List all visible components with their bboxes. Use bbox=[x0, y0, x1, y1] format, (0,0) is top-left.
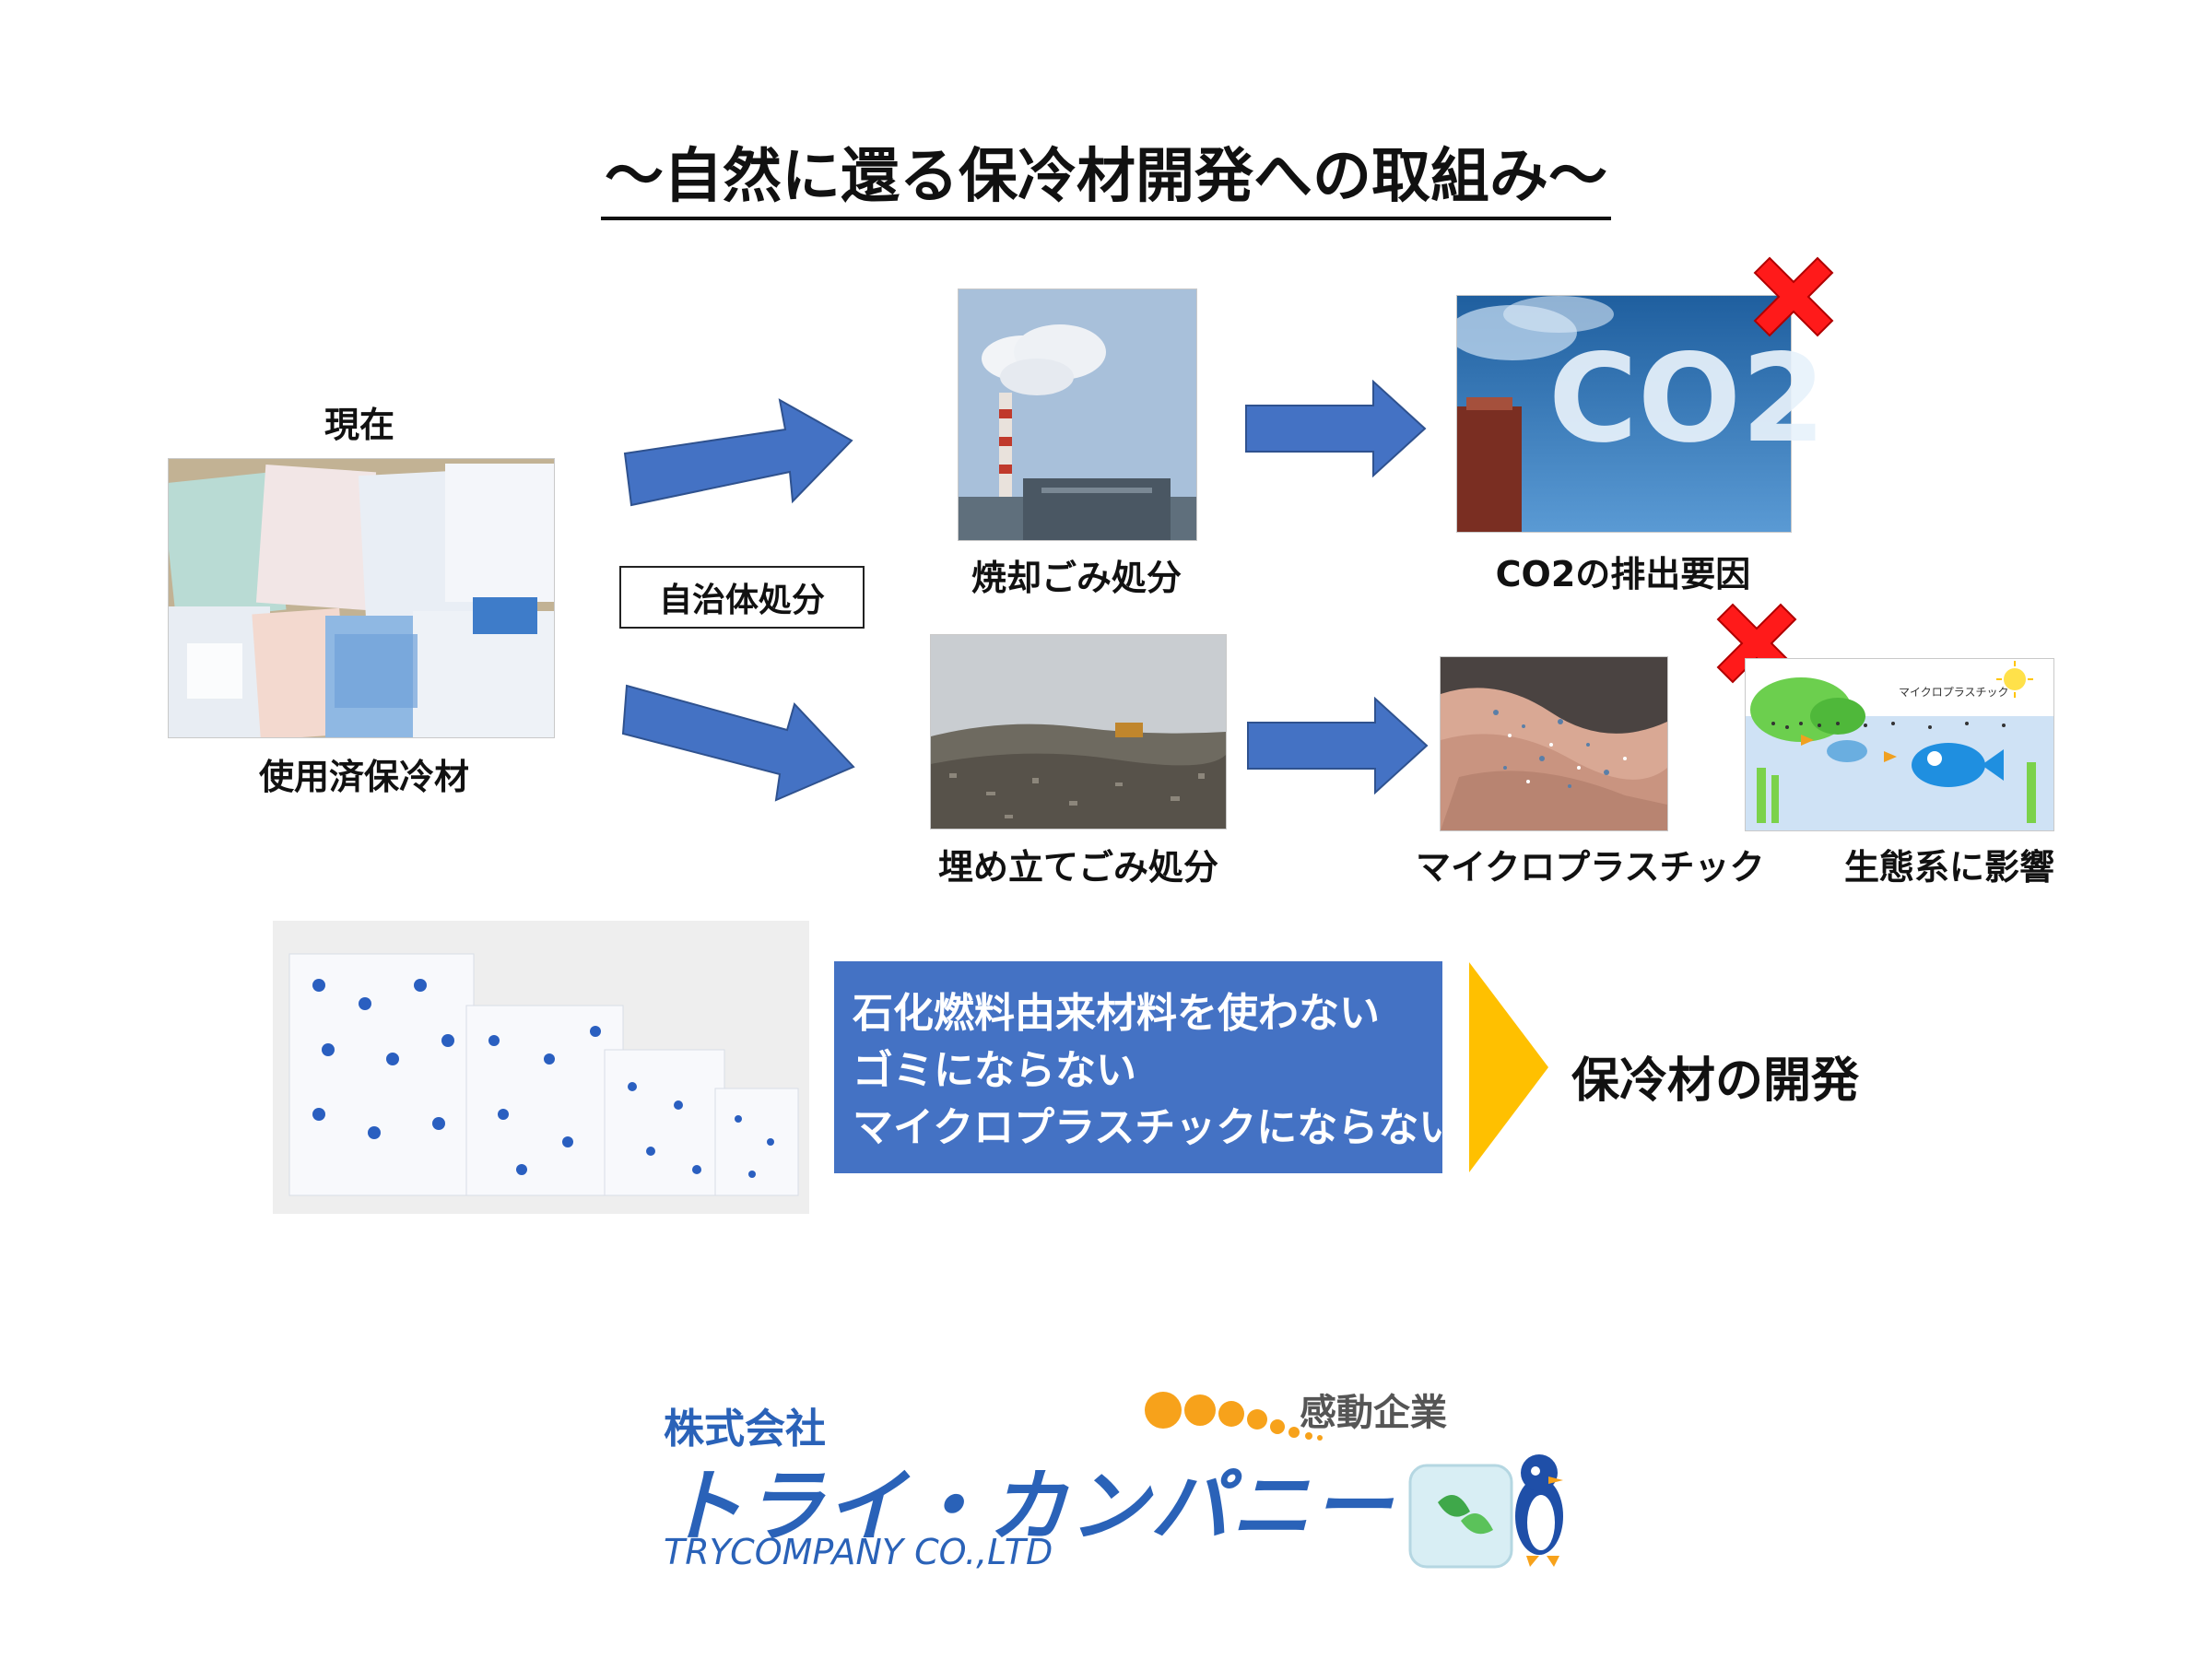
co2-label: CO2の排出要因 bbox=[1495, 554, 1751, 594]
landfill-label: 埋め立てごみ処分 bbox=[937, 847, 1218, 888]
microplastic-illustration bbox=[1441, 657, 1667, 830]
ice-penguin-mascot-icon bbox=[1408, 1454, 1563, 1569]
page-title-text: ～自然に還る保冷材開発への取組み～ bbox=[601, 143, 1611, 220]
yellow-chevron-icon bbox=[1469, 962, 1548, 1172]
result-label: 保冷材の開発 bbox=[1571, 1053, 1860, 1109]
company-name-en: TRYCOMPANY CO.,LTD bbox=[664, 1532, 1053, 1572]
upper-arrow bbox=[623, 398, 853, 507]
company-logo: 株式会社 トライ・カンパニー TRYCOMPANY CO.,LTD 感動企業 bbox=[664, 1382, 1585, 1576]
ecosystem-diagram bbox=[1745, 658, 2054, 831]
landfill-photo bbox=[930, 634, 1227, 830]
incineration-to-co2-arrow bbox=[1245, 380, 1427, 477]
current-label: 現在 bbox=[324, 405, 394, 445]
microplastic-label: マイクロプラスチック bbox=[1416, 847, 1765, 888]
co2-cross-icon bbox=[1753, 256, 1834, 337]
co2-photo bbox=[1456, 295, 1792, 533]
ecosystem-label: 生態系に影響 bbox=[1843, 847, 2054, 888]
goals-box: 石化燃料由来材料を使わない ゴミにならない マイクロプラスチックにならない bbox=[834, 961, 1460, 1173]
goal-item: ゴミにならない bbox=[853, 1047, 1136, 1094]
new-cold-packs-illustration bbox=[273, 921, 809, 1214]
goal-item: マイクロプラスチックにならない bbox=[853, 1104, 1460, 1151]
page-title: ～自然に還る保冷材開発への取組み～ bbox=[0, 129, 2212, 220]
goal-item: 石化燃料由来材料を使わない bbox=[853, 990, 1380, 1037]
used-cold-packs-photo bbox=[168, 458, 555, 738]
company-tagline: 感動企業 bbox=[1300, 1392, 1447, 1434]
incineration-illustration bbox=[959, 289, 1196, 540]
incineration-label: 焼却ごみ処分 bbox=[971, 558, 1182, 598]
lower-arrow bbox=[621, 684, 855, 802]
ecosystem-caption: マイクロプラスチック bbox=[1899, 686, 2009, 699]
disposal-label: 自治体処分 bbox=[619, 566, 865, 629]
used-pack-label: 使用済保冷材 bbox=[258, 757, 469, 797]
logo-dots-icon bbox=[1145, 1392, 1323, 1441]
co2-photo-text: CO2 bbox=[1548, 328, 1826, 470]
landfill-to-microplastic-arrow bbox=[1247, 697, 1429, 794]
incineration-photo bbox=[958, 288, 1197, 541]
company-prefix: 株式会社 bbox=[664, 1406, 826, 1453]
co2-illustration bbox=[1457, 296, 1791, 532]
microplastic-photo bbox=[1440, 656, 1668, 831]
company-name: トライ・カンパニー bbox=[664, 1461, 1394, 1553]
new-cold-packs-photo bbox=[273, 921, 809, 1214]
used-cold-packs-illustration bbox=[169, 459, 554, 737]
landfill-illustration bbox=[931, 635, 1226, 829]
ecosystem-illustration bbox=[1746, 659, 2053, 830]
